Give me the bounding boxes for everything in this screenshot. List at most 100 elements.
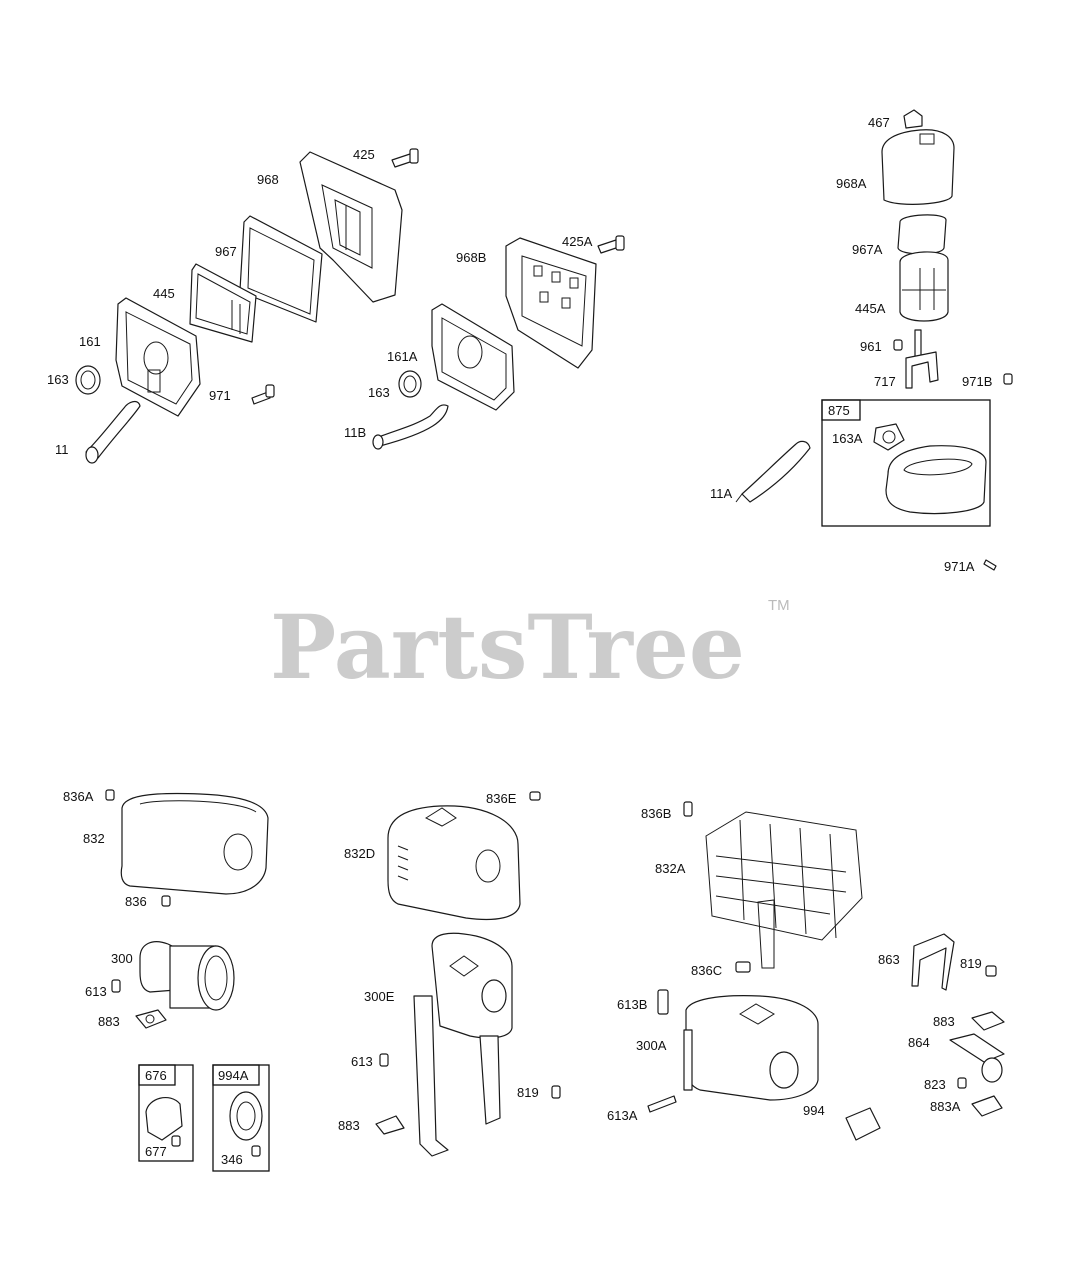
part-823-screw[interactable] [957, 1077, 967, 1089]
label-967A: 967A [852, 242, 883, 257]
label-300E: 300E [364, 989, 395, 1004]
part-968A-cover[interactable] [881, 129, 955, 205]
part-163A-gasket[interactable] [873, 423, 905, 451]
part-968B-cover[interactable] [505, 237, 597, 369]
label-863: 863 [878, 952, 900, 967]
label-163A: 163A [832, 431, 863, 446]
label-161A: 161A [387, 349, 418, 364]
part-832A-guard[interactable] [705, 811, 863, 969]
watermark-trademark: TM [768, 597, 790, 614]
part-425-screw[interactable] [391, 148, 419, 168]
part-676-deflector[interactable] [145, 1096, 183, 1147]
part-613B-screw[interactable] [657, 989, 669, 1015]
part-836-screw[interactable] [161, 895, 171, 907]
part-883A-gasket[interactable] [971, 1095, 1003, 1117]
part-883-gasket-right[interactable] [971, 1011, 1005, 1031]
label-832: 832 [83, 831, 105, 846]
label-883: 883 [98, 1014, 120, 1029]
label-971A: 971A [944, 559, 975, 574]
part-836A-screw[interactable] [105, 789, 115, 801]
part-11A-hose[interactable] [735, 440, 811, 503]
part-445-filter[interactable] [189, 263, 257, 343]
label-163: 163 [47, 372, 69, 387]
label-968B: 968B [456, 250, 486, 265]
kit-676-tag [138, 1064, 176, 1086]
label-717: 717 [874, 374, 896, 389]
part-971B-screw[interactable] [1003, 373, 1013, 385]
watermark-text: PartsTree [270, 595, 745, 699]
label-300: 300 [111, 951, 133, 966]
part-300E-muffler[interactable] [413, 932, 513, 1157]
label-300A: 300A [636, 1038, 667, 1053]
part-971A-screw[interactable] [983, 559, 997, 571]
label-832A: 832A [655, 861, 686, 876]
label-836C: 836C [691, 963, 722, 978]
label-832D: 832D [344, 846, 375, 861]
part-161-base[interactable] [115, 297, 201, 417]
part-832-heat-shield[interactable] [120, 792, 269, 895]
label-883-middle: 883 [338, 1118, 360, 1133]
label-676: 676 [145, 1068, 167, 1083]
part-613-screw[interactable] [111, 979, 121, 993]
label-883-right: 883 [933, 1014, 955, 1029]
kit-875-box [821, 399, 991, 527]
part-467-knob[interactable] [903, 109, 923, 129]
part-819-screw[interactable] [551, 1085, 561, 1099]
label-883A: 883A [930, 1099, 961, 1114]
part-968-cover[interactable] [299, 151, 403, 303]
part-883-gasket[interactable] [135, 1009, 167, 1029]
label-967: 967 [215, 244, 237, 259]
label-613A: 613A [607, 1108, 638, 1123]
label-875: 875 [828, 403, 850, 418]
label-613: 613 [85, 984, 107, 999]
part-864-flange[interactable] [949, 1033, 1005, 1083]
label-968A: 968A [836, 176, 867, 191]
part-161A-base[interactable] [431, 303, 515, 411]
label-971: 971 [209, 388, 231, 403]
part-994-spark-arrester[interactable] [845, 1107, 881, 1141]
part-971-screw[interactable] [251, 384, 275, 405]
label-994: 994 [803, 1103, 825, 1118]
label-11A: 11A [710, 486, 732, 501]
label-864: 864 [908, 1035, 930, 1050]
part-11B-hose[interactable] [372, 404, 449, 450]
part-613A-screw[interactable] [647, 1095, 677, 1113]
part-836E-screw[interactable] [529, 791, 541, 801]
label-836: 836 [125, 894, 147, 909]
part-445A-filter[interactable] [899, 251, 949, 322]
label-613B: 613B [617, 997, 647, 1012]
label-11: 11 [55, 442, 69, 457]
label-836E: 836E [486, 791, 517, 806]
part-875-base[interactable] [885, 445, 987, 515]
label-819: 819 [517, 1085, 539, 1100]
label-819-right: 819 [960, 956, 982, 971]
kit-875-tag [821, 399, 861, 421]
part-717-bracket[interactable] [905, 329, 939, 389]
part-300-muffler[interactable] [139, 941, 235, 1011]
label-677: 677 [145, 1144, 167, 1159]
label-971B: 971B [962, 374, 992, 389]
part-819-screw-right[interactable] [985, 965, 997, 977]
part-613-screw-middle[interactable] [379, 1053, 389, 1067]
label-961: 961 [860, 339, 882, 354]
label-425: 425 [353, 147, 375, 162]
part-961-screw[interactable] [893, 339, 903, 351]
part-836B-screw[interactable] [683, 801, 693, 817]
part-883-gasket-middle[interactable] [375, 1115, 405, 1135]
label-836A: 836A [63, 789, 94, 804]
part-163-gasket[interactable] [75, 365, 101, 395]
part-994A-spark-arrester[interactable] [229, 1091, 263, 1157]
label-994A: 994A [218, 1068, 249, 1083]
part-967A-precleaner[interactable] [897, 214, 947, 255]
part-425A-screw[interactable] [597, 235, 625, 254]
label-425A: 425A [562, 234, 593, 249]
part-863-bracket[interactable] [911, 933, 955, 991]
part-836C-screw[interactable] [735, 961, 751, 973]
part-163-gasket-middle[interactable] [398, 370, 422, 398]
part-832D-shield[interactable] [387, 805, 521, 921]
part-300A-muffler[interactable] [683, 995, 819, 1101]
label-968: 968 [257, 172, 279, 187]
label-163-middle: 163 [368, 385, 390, 400]
part-11-hose[interactable] [85, 400, 141, 464]
